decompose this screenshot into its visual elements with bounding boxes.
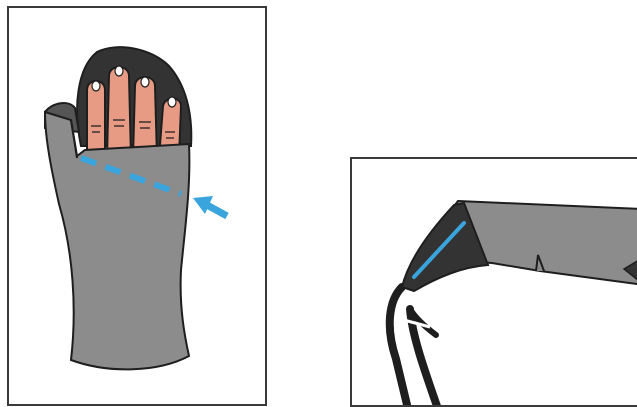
support-frame [390,287,438,407]
folded-sleeve-illustration [352,159,637,407]
nail-3 [141,77,149,87]
nail-1 [92,81,100,91]
illustration-panel-left [7,6,267,406]
arrow-icon [193,196,227,216]
gray-sleeve [45,112,189,369]
illustration-panel-right [350,157,637,407]
finger-1 [87,81,105,158]
hand-sleeve-illustration [9,8,267,406]
finger-2 [107,67,131,158]
nail-2 [115,66,123,76]
nail-4 [168,97,176,107]
